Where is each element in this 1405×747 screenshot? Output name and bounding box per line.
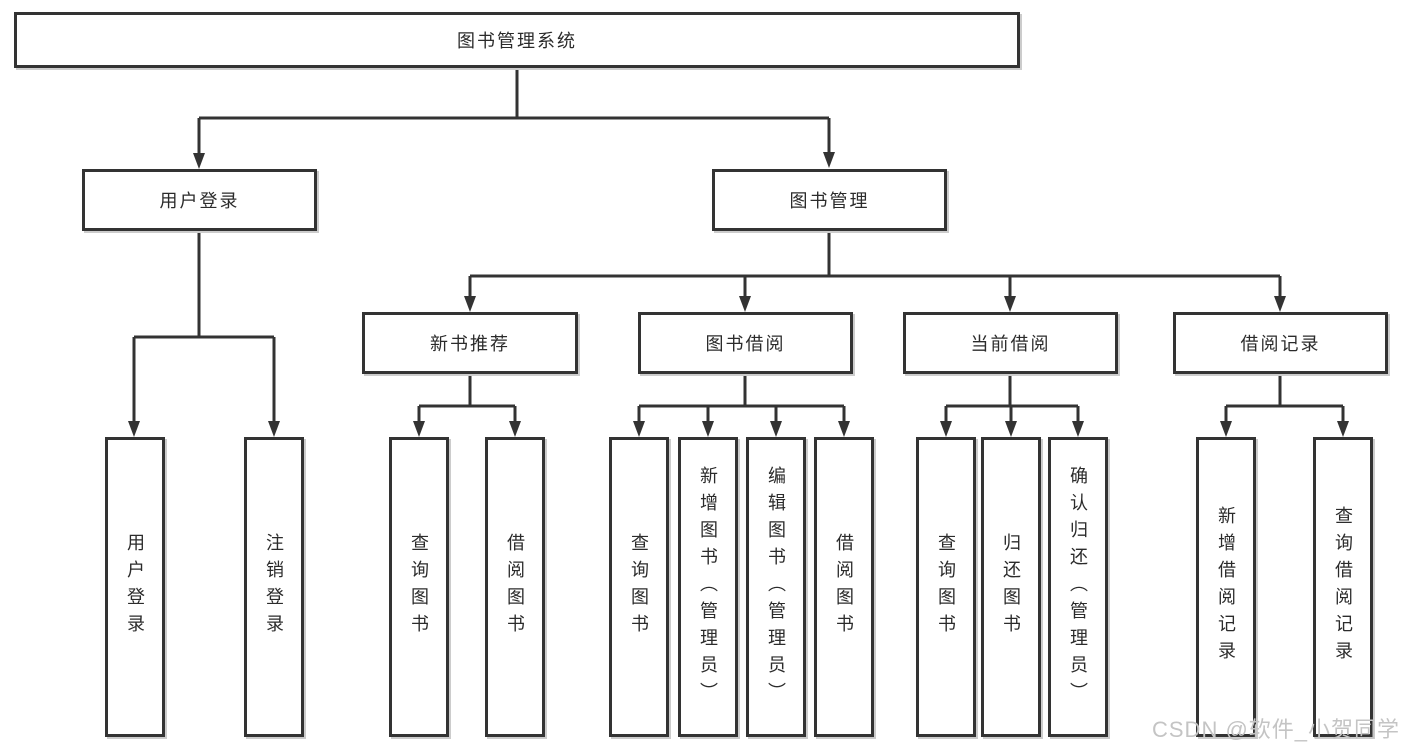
node-label: 确认归还（管理员） [1068, 465, 1088, 709]
node-label: 查询图书 [936, 533, 956, 641]
node-new-book-recommendation: 新书推荐 [362, 312, 578, 374]
node-leaf-query-borrow-record: 查询借阅记录 [1313, 437, 1373, 737]
node-label: 图书管理系统 [457, 31, 577, 51]
node-current-borrowing: 当前借阅 [903, 312, 1118, 374]
connector-book-borrow-to-leaves [633, 374, 850, 437]
connector-borrow-records-to-leaves [1220, 374, 1349, 437]
node-label: 用户登录 [159, 191, 240, 211]
node-book-management: 图书管理 [712, 169, 947, 231]
node-leaf-query-books-current: 查询图书 [916, 437, 976, 737]
connector-new-book-to-leaves [413, 374, 521, 437]
node-leaf-query-books-recommend: 查询图书 [389, 437, 449, 737]
connector-current-borrow-to-leaves [940, 374, 1084, 437]
node-label: 当前借阅 [970, 334, 1051, 354]
watermark: CSDN @软件_小贺同学 [1152, 717, 1401, 742]
node-leaf-add-borrow-record: 新增借阅记录 [1196, 437, 1256, 737]
node-label: 借阅记录 [1240, 334, 1321, 354]
node-leaf-add-book-admin: 新增图书（管理员） [678, 437, 738, 737]
node-label: 查询图书 [409, 533, 429, 641]
connector-book-management-to-level3 [464, 232, 1286, 312]
node-label: 借阅图书 [834, 533, 854, 641]
node-label: 归还图书 [1001, 533, 1021, 641]
node-leaf-logout: 注销登录 [244, 437, 304, 737]
node-label: 用户登录 [125, 533, 145, 641]
node-leaf-edit-book-admin: 编辑图书（管理员） [746, 437, 806, 737]
connector-root-to-level2 [193, 68, 835, 169]
node-label: 注销登录 [264, 533, 284, 641]
node-system-root: 图书管理系统 [14, 12, 1020, 68]
node-leaf-borrow-books: 借阅图书 [814, 437, 874, 737]
connector-user-login-to-leaves [128, 232, 280, 437]
node-leaf-user-login: 用户登录 [105, 437, 165, 737]
node-label: 查询借阅记录 [1333, 506, 1353, 668]
node-leaf-borrow-books-recommend: 借阅图书 [485, 437, 545, 737]
node-label: 编辑图书（管理员） [766, 465, 786, 709]
node-leaf-confirm-return-admin: 确认归还（管理员） [1048, 437, 1108, 737]
node-leaf-return-books: 归还图书 [981, 437, 1041, 737]
node-label: 新增图书（管理员） [698, 465, 718, 709]
node-label: 图书借阅 [705, 334, 786, 354]
node-leaf-query-books-borrow: 查询图书 [609, 437, 669, 737]
node-borrowing-records: 借阅记录 [1173, 312, 1388, 374]
node-user-login: 用户登录 [82, 169, 317, 231]
node-label: 新增借阅记录 [1216, 506, 1236, 668]
node-label: 查询图书 [629, 533, 649, 641]
node-book-borrowing: 图书借阅 [638, 312, 853, 374]
node-label: 新书推荐 [430, 334, 510, 354]
node-label: 图书管理 [789, 191, 870, 211]
node-label: 借阅图书 [505, 533, 525, 641]
